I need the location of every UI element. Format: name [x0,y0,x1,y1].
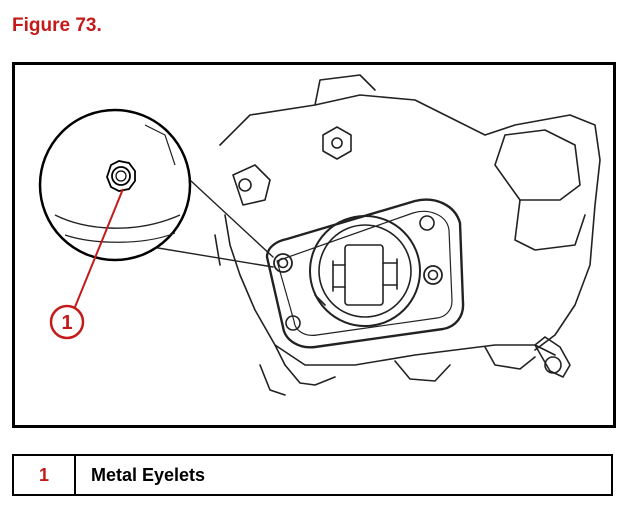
legend-row-number: 1 [14,456,76,494]
legend-row-label: Metal Eyelets [91,464,206,485]
callout-leader-line [74,188,124,308]
eyelet-icon [106,160,136,192]
callout-circle [49,304,85,340]
engine-component-illustration: 1 [38,74,601,396]
legend-table: 1 Metal Eyelets [12,454,613,496]
magnified-detail-circle [38,108,192,262]
figure-illustration-frame: 1 [12,62,616,428]
figure-title: Figure 73. [12,15,102,36]
callout-1: 1 [49,188,124,340]
callout-number: 1 [61,312,72,334]
